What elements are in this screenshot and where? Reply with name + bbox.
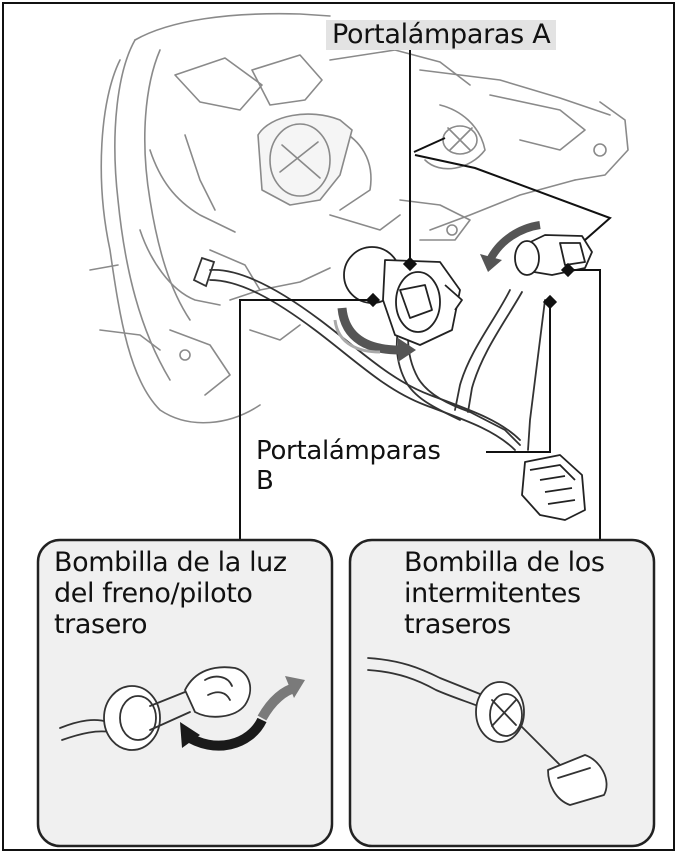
wiring-harness-drawing xyxy=(192,256,546,451)
taillight-housing-drawing xyxy=(89,12,629,424)
inset-right-panel xyxy=(348,538,656,848)
inset-left-caption-line1: Bombilla de la luz xyxy=(54,547,287,578)
inset-left-caption: Bombilla de la luz del freno/piloto tras… xyxy=(54,547,334,640)
inset-left-panel xyxy=(36,538,334,848)
inset-left-caption-line3: trasero xyxy=(54,609,148,640)
label-portalamparas-b: Portalámparas B xyxy=(256,436,441,496)
connector-drawing xyxy=(521,454,586,521)
label-portalamparas-a: Portalámparas A xyxy=(326,20,557,50)
inset-right-caption-line1: Bombilla de los xyxy=(404,547,605,578)
inset-right-caption-line2: intermitentes xyxy=(404,578,581,609)
label-portalamparas-b-line2: B xyxy=(256,466,274,496)
label-portalamparas-b-line1: Portalámparas xyxy=(256,436,441,466)
inset-right-caption-line3: traseros xyxy=(404,609,511,640)
rotation-arrows-main xyxy=(333,221,541,362)
inset-right-caption: Bombilla de los intermitentes traseros xyxy=(404,547,664,640)
inset-left-caption-line2: del freno/piloto xyxy=(54,578,253,609)
bulb-holder-a-drawing xyxy=(343,246,463,346)
bulb-holder-b-drawing xyxy=(514,234,593,276)
